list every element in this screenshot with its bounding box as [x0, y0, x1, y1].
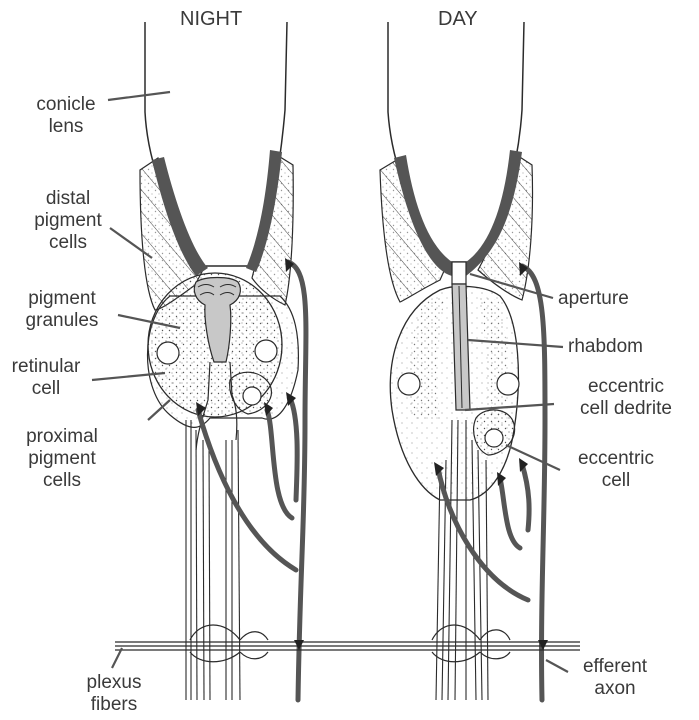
heading-night: NIGHT: [180, 8, 243, 30]
day-efferent-axons: [435, 263, 548, 703]
day-nucleus-right: [496, 372, 520, 396]
night-efferent-axons: [195, 259, 309, 703]
day-aperture: [451, 261, 467, 285]
day-ommatidium: [379, 21, 548, 703]
night-rhabdom: [193, 276, 241, 363]
plexus-fibers: [115, 624, 580, 663]
night-nucleus-right: [254, 339, 278, 363]
night-heavy-pigment-right: [246, 150, 282, 272]
day-axon-bundle: [435, 419, 489, 701]
day-heavy-pigment-right: [466, 150, 522, 276]
night-ommatidium: [139, 21, 309, 703]
leader-lines: [91, 90, 569, 673]
night-nucleus-left: [156, 341, 180, 365]
heading-day: DAY: [438, 8, 478, 30]
label-aperture: aperture: [558, 288, 629, 309]
day-nucleus-left: [397, 372, 421, 396]
night-heavy-pigment-left: [152, 157, 208, 276]
label-rhabdom: rhabdom: [568, 336, 643, 357]
day-heavy-pigment-left: [394, 155, 452, 276]
